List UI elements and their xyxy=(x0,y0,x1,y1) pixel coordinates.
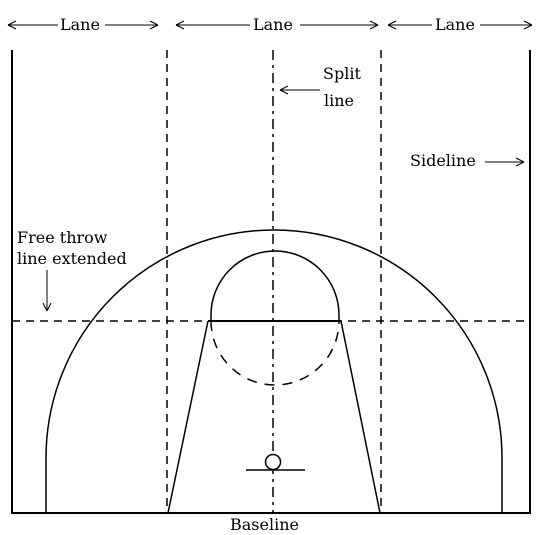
sideline-text: Sideline xyxy=(410,151,476,170)
free-throw-label: Free throw line extended xyxy=(17,228,127,312)
lane-label-left: Lane xyxy=(7,15,159,34)
lane-label-middle: Lane xyxy=(175,15,379,34)
key-side-right xyxy=(340,320,381,514)
free-throw-text-2: line extended xyxy=(17,249,127,268)
lane-label-right: Lane xyxy=(387,15,533,34)
split-line-text-1: Split xyxy=(323,64,361,83)
sideline-label: Sideline xyxy=(410,151,525,170)
key-side-left xyxy=(167,320,209,514)
hoop xyxy=(264,453,282,471)
free-throw-circle-bottom xyxy=(210,320,340,386)
lane-label-text-left: Lane xyxy=(60,15,100,34)
split-line-text-2: line xyxy=(324,91,354,110)
lane-label-text-right: Lane xyxy=(435,15,475,34)
lane-label-text-middle: Lane xyxy=(253,15,293,34)
split-line-label: Split line xyxy=(279,64,361,110)
three-point-arc xyxy=(45,229,503,513)
baseline-label: Baseline xyxy=(230,515,299,534)
free-throw-text-1: Free throw xyxy=(17,228,108,247)
free-throw-circle-top xyxy=(210,250,340,321)
court-boundary xyxy=(11,50,531,514)
